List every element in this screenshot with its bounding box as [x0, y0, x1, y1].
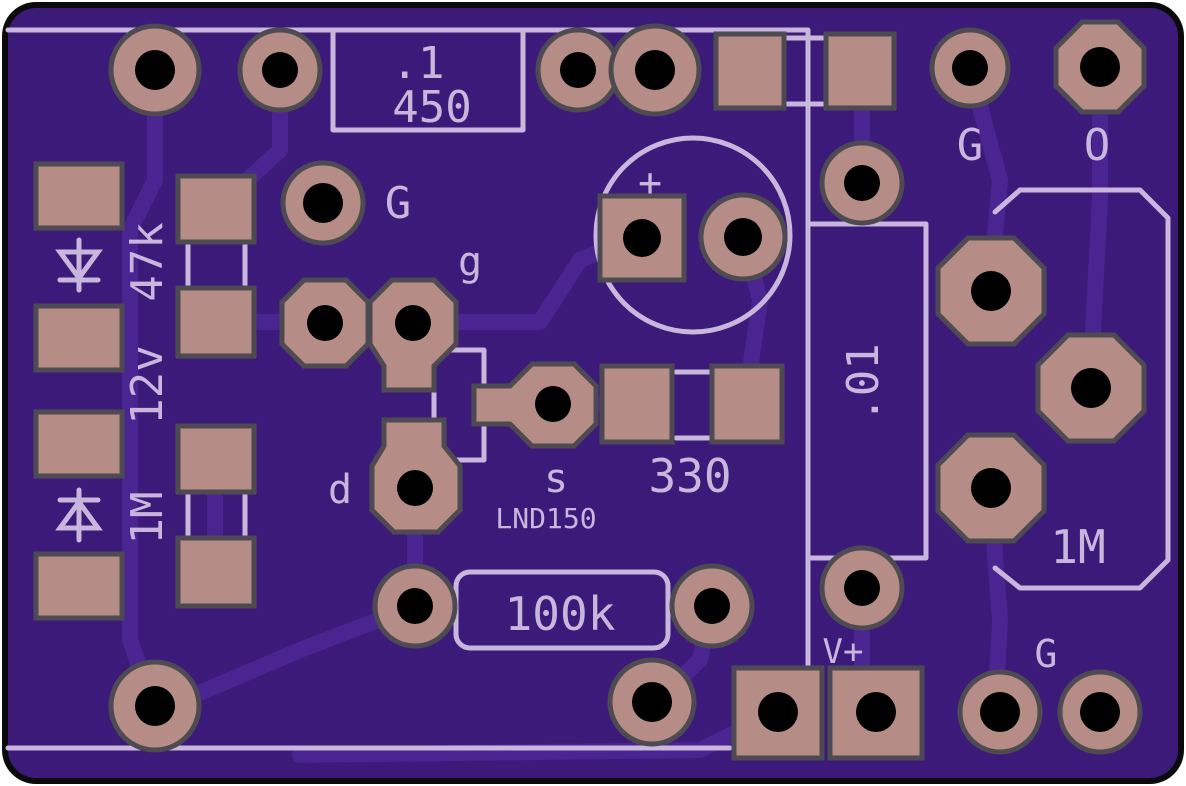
pad-47k-bottom[interactable] [175, 285, 257, 359]
label-ground-top-right: G [957, 120, 984, 171]
pad-diode1-a[interactable] [33, 161, 125, 231]
silk-pot-corner [992, 187, 1023, 215]
pad-1m-bottom[interactable] [175, 535, 257, 609]
pad-47k-top[interactable] [175, 173, 257, 245]
label-res-top: 450 [392, 82, 471, 133]
label-drain: d [328, 467, 352, 513]
pad-diode2-k[interactable] [33, 409, 125, 479]
diode-icon [55, 237, 103, 293]
label-film-cap: .01 [838, 343, 889, 422]
label-100k: 100k [505, 587, 616, 641]
label-gate: g [458, 239, 482, 285]
label-330: 330 [648, 449, 731, 503]
label-lnd150: LND150 [495, 502, 596, 535]
silk-pot-outline [992, 187, 1171, 591]
label-12v: 12v [122, 345, 173, 424]
pad-330-right[interactable] [709, 363, 785, 445]
label-supply: V+ [823, 632, 864, 672]
label-source: s [544, 456, 568, 502]
pad-diode1-k[interactable] [33, 303, 125, 373]
pad-smd-top-right[interactable] [823, 31, 897, 111]
label-1m-left: 1M [122, 492, 173, 545]
pad-smd-top-left[interactable] [713, 31, 787, 111]
pad-source[interactable] [471, 361, 599, 449]
pad-vplus[interactable] [731, 665, 825, 761]
diode-icon [55, 487, 103, 543]
label-ground-top-left: G [385, 178, 412, 229]
silk-electrolytic-body [593, 135, 793, 335]
pad-electrolytic-plus[interactable] [597, 193, 687, 283]
pad-330-left[interactable] [599, 363, 675, 445]
label-cap-top: .1 [392, 38, 445, 89]
pad-diode2-a[interactable] [33, 551, 125, 621]
pads [33, 19, 1147, 761]
pad-1m-top[interactable] [175, 423, 257, 495]
label-output: O [1084, 120, 1111, 171]
silkscreen-text: .1 450 G G O g d s 330 LND150 100k 1M V+… [122, 38, 1110, 676]
label-ground-bottom: G [1035, 632, 1058, 676]
label-47k: 47k [122, 222, 173, 301]
label-pot-1m: 1M [1050, 520, 1105, 574]
silk-cap-res-body [330, 27, 526, 133]
